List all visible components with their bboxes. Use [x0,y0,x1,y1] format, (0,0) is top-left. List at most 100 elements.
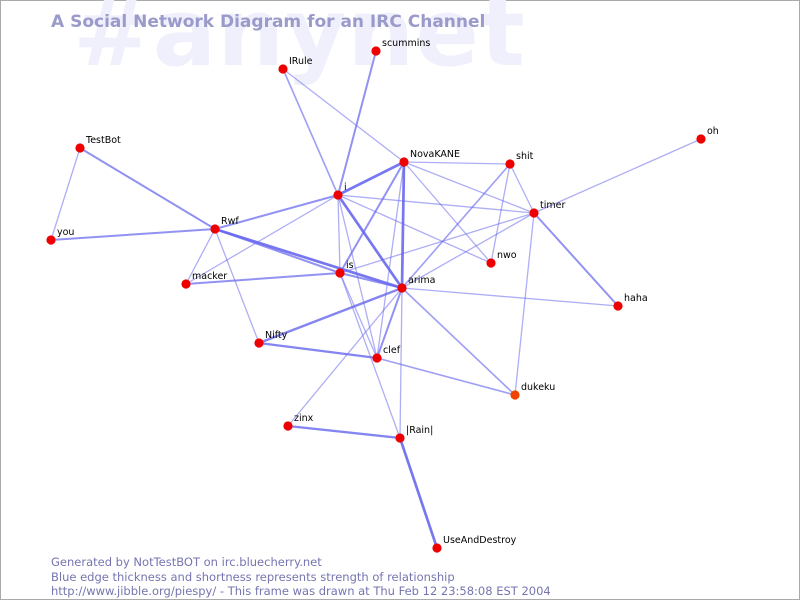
node-label: i [344,182,347,193]
node-label: IRule [289,56,313,67]
node-dot [46,235,56,245]
node-IRule: IRule [278,56,313,74]
node-dot [529,208,539,218]
node-label: zinx [294,413,314,424]
edge-NovaKANE-clef [376,161,405,359]
edge-arima-clef [376,287,403,359]
node-label: timer [540,200,565,211]
edge-IRain-UseAndDestroy [398,436,439,550]
node-dot [181,279,191,289]
node-dot [254,338,264,348]
edge-Rwf-is [214,228,341,274]
node-label: clef [383,345,401,356]
edge-TestBot-you [50,147,81,241]
edge-IRule-NovaKANE [282,68,405,163]
node-shit: shit [505,151,534,169]
node-dot [75,143,85,153]
node-label: UseAndDestroy [443,535,517,546]
edge-i-Rwf [214,194,339,230]
node-label: NovaKANE [410,149,460,160]
node-dot [395,433,405,443]
node-label: oh [707,126,719,137]
edge-Rwf-macker [185,228,216,285]
node-scummins: scummins [371,38,430,56]
node-NovaKANE: NovaKANE [399,149,460,167]
edge-shit-arima [401,163,511,289]
node-label: haha [624,293,648,304]
edge-is-IRain [339,272,401,439]
footer-generated-by: Generated by NotTestBOT on irc.bluecherr… [51,555,322,569]
edge-timer-haha [533,212,619,307]
edge-Rwf-Nifty [214,228,260,344]
edge-arima-haha [401,287,619,307]
node-dot [397,283,407,293]
edge-NovaKANE-shit [403,161,511,165]
edge-timer-arima [401,212,535,289]
footer-source-url: http://www.jibble.org/piespy/ - This fra… [51,584,551,598]
node-dot [278,64,288,74]
edge-is-arima [339,272,403,289]
node-Rwf: Rwf [210,216,239,234]
edge-Rwf-arima [213,227,404,290]
node-Nifty: Nifty [254,330,288,348]
node-label: dukeku [521,382,555,393]
node-dot [283,421,293,431]
node-label: is [346,260,354,271]
node-dot [333,190,343,200]
edge-arima-IRain [399,287,403,439]
node-dot [486,258,496,268]
edge-macker-is [185,272,341,285]
node-macker: macker [181,271,227,289]
node-IRain: |Rain| [395,425,433,443]
edge-NovaKANE-nwo [403,161,492,264]
node-label: |Rain| [406,425,433,436]
node-label: Nifty [265,330,288,341]
edge-NovaKANE-is [339,161,405,274]
edge-IRule-i [282,68,339,196]
edge-arima-zinx [287,287,403,427]
edge-shit-nwo [490,163,511,264]
node-label: scummins [382,38,430,49]
edge-layer [50,50,702,550]
node-label: TestBot [85,135,121,146]
edge-i-timer [337,194,535,214]
node-TestBot: TestBot [75,135,121,153]
edge-zinx-IRain [286,424,402,440]
node-dot [505,159,515,169]
diagram-title: A Social Network Diagram for an IRC Chan… [51,12,486,32]
edge-arima-Nifty [257,286,404,345]
node-clef: clef [372,345,401,363]
edge-is-clef [339,272,378,359]
footer-legend-note: Blue edge thickness and shortness repres… [51,569,455,584]
node-dot [372,353,382,363]
node-label: you [57,227,74,238]
node-nwo: nwo [486,250,517,268]
edge-NovaKANE-arima [400,160,406,290]
channel-watermark: #anynet [73,0,526,88]
node-haha: haha [613,293,648,311]
node-oh: oh [696,126,719,144]
node-label: nwo [497,250,517,261]
node-UseAndDestroy: UseAndDestroy [432,535,517,553]
edge-i-arima [336,193,404,290]
edge-clef-dukeku [376,357,516,396]
edge-scummins-i [337,50,377,196]
edge-TestBot-Rwf [79,147,216,230]
node-arima: arima [397,275,435,293]
footer-credits: Generated by NotTestBOT on irc.bluecherr… [51,555,551,599]
node-dot [210,224,220,234]
edge-NovaKANE-timer [403,161,535,214]
edge-Nifty-clef [257,341,379,360]
node-dot [432,543,442,553]
node-label: shit [516,151,534,162]
node-label: macker [192,271,227,282]
edge-i-macker [185,194,339,285]
node-dukeku: dukeku [510,382,555,400]
edge-you-Rwf [50,228,216,241]
node-you: you [46,227,74,245]
edge-timer-dukeku [514,212,535,396]
node-dot [335,268,345,278]
